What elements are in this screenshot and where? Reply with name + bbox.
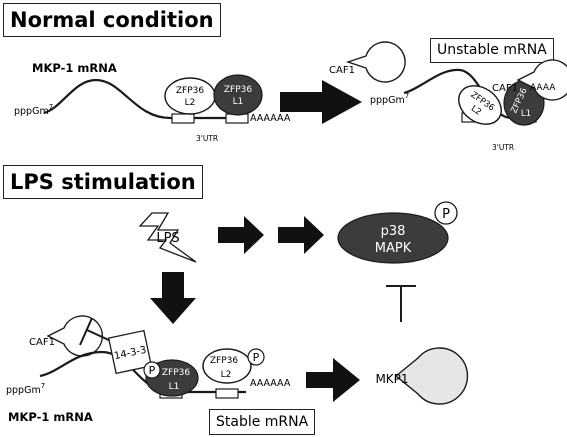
arrow-lps-down xyxy=(150,272,196,324)
svg-text:L2: L2 xyxy=(221,370,232,380)
cap-label-stable: pppGm7 xyxy=(6,382,45,396)
lps-lightning: LPS xyxy=(138,212,197,263)
utr-element xyxy=(215,388,239,399)
svg-text:MKP1: MKP1 xyxy=(375,372,408,386)
unstable-mrna-label: Unstable mRNA xyxy=(430,38,554,63)
mrna-strand-top xyxy=(43,78,248,120)
zfp36-l2-protein: ZFP36 L2 xyxy=(164,77,216,115)
protein-14-3-3: 14-3-3 xyxy=(107,329,153,375)
arrow-lps-right-2 xyxy=(278,216,324,254)
svg-text:L1: L1 xyxy=(169,382,180,392)
caf1-protein-bound: CAF1 xyxy=(492,59,567,101)
svg-text:L1: L1 xyxy=(521,109,531,119)
mkp1-mrna-label-bottom: MKP-1 mRNA xyxy=(8,410,93,424)
inhibit-bar-caf1 xyxy=(79,317,93,346)
cap-label-top: pppGm7 xyxy=(14,103,53,117)
svg-text:MAPK: MAPK xyxy=(375,241,412,256)
mkp1-mrna-label-top: MKP-1 mRNA xyxy=(32,61,117,75)
phospho-p38: P xyxy=(434,201,458,225)
svg-text:ZFP36: ZFP36 xyxy=(210,356,238,366)
zfp36-l2-protein: ZFP36 L2 xyxy=(202,348,252,384)
stable-mrna-label: Stable mRNA xyxy=(209,409,316,435)
utr-label-top: 3'UTR xyxy=(196,134,218,143)
svg-text:CAF1: CAF1 xyxy=(329,65,355,76)
phospho-zfp36-l1: P xyxy=(143,361,161,379)
utr-element xyxy=(171,113,195,124)
polya-tail-unstable: AAAA xyxy=(530,83,556,93)
svg-text:LPS: LPS xyxy=(156,231,179,246)
arrow-to-unstable xyxy=(280,80,362,124)
zfp36-l2-protein: ZFP36 L2 xyxy=(458,85,502,125)
normal-condition-title: Normal condition xyxy=(3,3,221,37)
polya-tail-top: AAAAAA xyxy=(250,113,291,124)
svg-text:L1: L1 xyxy=(233,97,244,107)
svg-text:P: P xyxy=(149,364,156,377)
cap-label-unstable: pppGm7 xyxy=(370,92,409,106)
svg-text:CAF1: CAF1 xyxy=(492,83,518,94)
arrow-to-mkp1 xyxy=(306,358,360,402)
svg-text:CAF1: CAF1 xyxy=(29,337,55,348)
svg-text:ZFP36: ZFP36 xyxy=(176,86,204,96)
svg-text:P: P xyxy=(253,351,260,364)
mkp1-protein: MKP1 xyxy=(375,347,469,405)
svg-text:L2: L2 xyxy=(469,104,483,118)
p38-mapk-protein: p38 MAPK xyxy=(337,212,449,264)
svg-text:p38: p38 xyxy=(381,224,406,239)
svg-text:ZFP36: ZFP36 xyxy=(224,85,252,95)
utr-label-unstable: 3'UTR xyxy=(492,143,514,152)
polya-tail-stable: AAAAAA xyxy=(250,378,291,389)
phospho-zfp36-l2: P xyxy=(247,348,265,366)
svg-text:ZFP36: ZFP36 xyxy=(162,368,190,378)
caf1-protein-free: CAF1 xyxy=(329,41,406,83)
svg-text:P: P xyxy=(442,207,450,222)
caf1-protein-inhibited: CAF1 xyxy=(29,315,104,357)
zfp36-l1-protein: ZFP36 L1 xyxy=(503,80,545,126)
svg-text:L2: L2 xyxy=(185,98,196,108)
lps-stimulation-title: LPS stimulation xyxy=(3,165,203,199)
zfp36-l1-protein: ZFP36 L1 xyxy=(213,74,263,116)
arrow-lps-right-1 xyxy=(218,216,264,254)
